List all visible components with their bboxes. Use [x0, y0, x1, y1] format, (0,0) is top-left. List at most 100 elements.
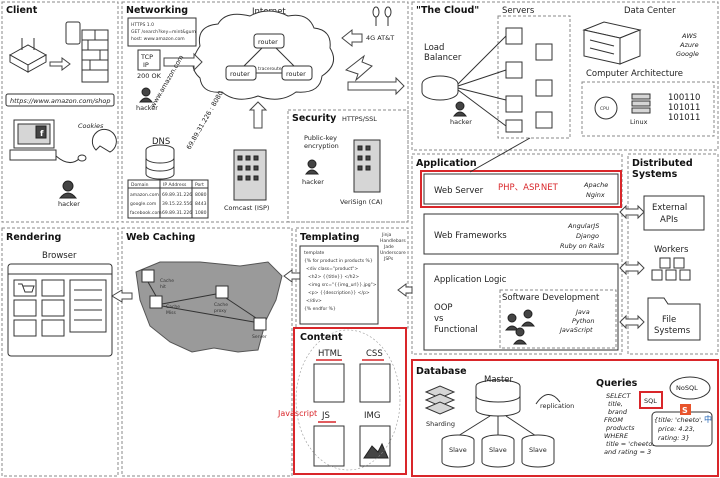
- sql-highlight-box: [639, 391, 663, 409]
- sql-label: SQL: [644, 397, 657, 405]
- tcp-ip-box: [137, 49, 161, 71]
- lb-link: [457, 87, 507, 101]
- wireless-arrow-icon: [341, 28, 363, 48]
- binary-line: 100110: [668, 93, 700, 103]
- caching-arrow-icon: [283, 269, 301, 283]
- paradigm-oop: OOP: [434, 303, 453, 313]
- cloud-to-app-link: [469, 137, 531, 173]
- template-line: <div class="product">: [306, 266, 358, 272]
- render-arrow-icon: [111, 289, 133, 303]
- dns-server-icon: [145, 144, 175, 180]
- ip-label: IP: [143, 61, 149, 69]
- phone-icon: [65, 21, 81, 45]
- provider-google: Google: [676, 50, 699, 58]
- cache-proxy-node-icon: [215, 285, 229, 299]
- web-server-box: [423, 173, 619, 205]
- template-line: <img src="{{img_url}}.jpg">: [308, 282, 377, 288]
- dns-header-port: Port: [195, 182, 204, 188]
- cpu-icon: [594, 96, 618, 120]
- firewall-icon: [81, 29, 109, 83]
- language-python: Python: [572, 317, 595, 325]
- replica-link: [457, 415, 491, 437]
- impl-nginx: Nginx: [586, 191, 605, 199]
- distributed-section-box: [627, 153, 719, 355]
- query-line: brand: [608, 408, 628, 416]
- cache-miss-label-2: Miss: [166, 310, 176, 316]
- network-arrow-icon: [347, 76, 405, 96]
- js-file-icon: [313, 425, 345, 467]
- master-label: Master: [484, 375, 514, 385]
- dns-cell: google.com: [130, 201, 156, 207]
- internet-cloud-icon: [192, 10, 335, 100]
- facebook-icon: f: [40, 129, 44, 138]
- engine-underscore: Underscore: [380, 250, 406, 256]
- security-section-box: [287, 109, 409, 223]
- dns-cell: 1080: [195, 210, 207, 216]
- query-line: WHERE: [604, 432, 629, 440]
- cache-proxy-label-1: Cache: [214, 302, 228, 308]
- file-systems-label-2: Systems: [654, 326, 691, 336]
- application-section-box: [411, 153, 623, 355]
- framework-rails: Ruby on Rails: [560, 242, 605, 250]
- architecture-label: Computer Architecture: [586, 69, 683, 79]
- replica-link: [505, 415, 537, 437]
- linux-stack-icon: [631, 93, 651, 114]
- isp-label: Comcast (ISP): [224, 204, 269, 212]
- client-hacker-icon: [58, 180, 78, 199]
- router-label-1: router: [258, 38, 278, 46]
- query-line: FROM: [604, 416, 623, 424]
- master-db-icon: [475, 379, 521, 417]
- dns-cell: facebook.com: [130, 210, 162, 216]
- content-highlight-box: [293, 327, 407, 475]
- route-line: [243, 47, 263, 67]
- server-cube-icon: [505, 27, 553, 133]
- networking-title: Networking: [126, 5, 188, 16]
- query-line: products: [605, 424, 635, 432]
- dns-header-ip: IP Address: [163, 182, 187, 188]
- encryption-label-2: encryption: [304, 142, 339, 150]
- cache-proxy-label-2: proxy: [214, 308, 227, 314]
- ip-diagonal-label: 69.89.31.226 : 8080: [185, 90, 225, 151]
- url-text: https://www.amazon.com/shop: [10, 97, 110, 105]
- client-title: Client: [6, 5, 38, 16]
- language-java: Java: [574, 308, 590, 316]
- cloud-hacker-label: hacker: [450, 118, 472, 126]
- router-label-2: router: [230, 70, 250, 78]
- url-bar[interactable]: [5, 93, 115, 107]
- server-label: Server: [252, 334, 267, 340]
- workers-label: Workers: [654, 245, 689, 255]
- data-center-building-icon: [582, 21, 642, 65]
- computer-icon: [9, 119, 57, 161]
- external-label-2: APIs: [660, 215, 678, 225]
- replication-label: replication: [540, 402, 574, 410]
- mouse-cable-icon: [55, 155, 81, 163]
- software-dev-box: [499, 289, 617, 349]
- nosql-label: NoSQL: [676, 384, 698, 392]
- cache-link: [147, 281, 157, 297]
- ime-badge-zh[interactable]: 中: [704, 414, 712, 424]
- content-title: Content: [300, 332, 343, 343]
- content-circle-icon: [295, 329, 401, 471]
- network-arrow-icon: [163, 52, 203, 72]
- dns-label: DNS: [152, 137, 170, 147]
- rendering-title: Rendering: [6, 232, 61, 243]
- slave-label-3: Slave: [529, 446, 547, 454]
- framework-django: Django: [576, 232, 599, 240]
- mouse-icon: [77, 154, 87, 162]
- status-label: 200 OK: [137, 72, 162, 80]
- image-file-icon: [359, 425, 391, 467]
- web-frameworks-box: [423, 213, 619, 255]
- cart-icon: [18, 283, 35, 293]
- template-line: {% for product in products %}: [304, 258, 373, 264]
- file-systems-folder-icon: [647, 297, 701, 341]
- provider-aws: AWS: [681, 32, 697, 40]
- engine-handlebars: Handlebars: [380, 238, 406, 244]
- ime-badge-icon[interactable]: [680, 404, 691, 415]
- impl-apache: Apache: [583, 181, 608, 189]
- router-node-icon: [253, 33, 285, 49]
- data-center-label: Data Center: [624, 6, 676, 16]
- javascript-note: Javascript: [277, 409, 317, 418]
- us-map-icon: [135, 261, 283, 353]
